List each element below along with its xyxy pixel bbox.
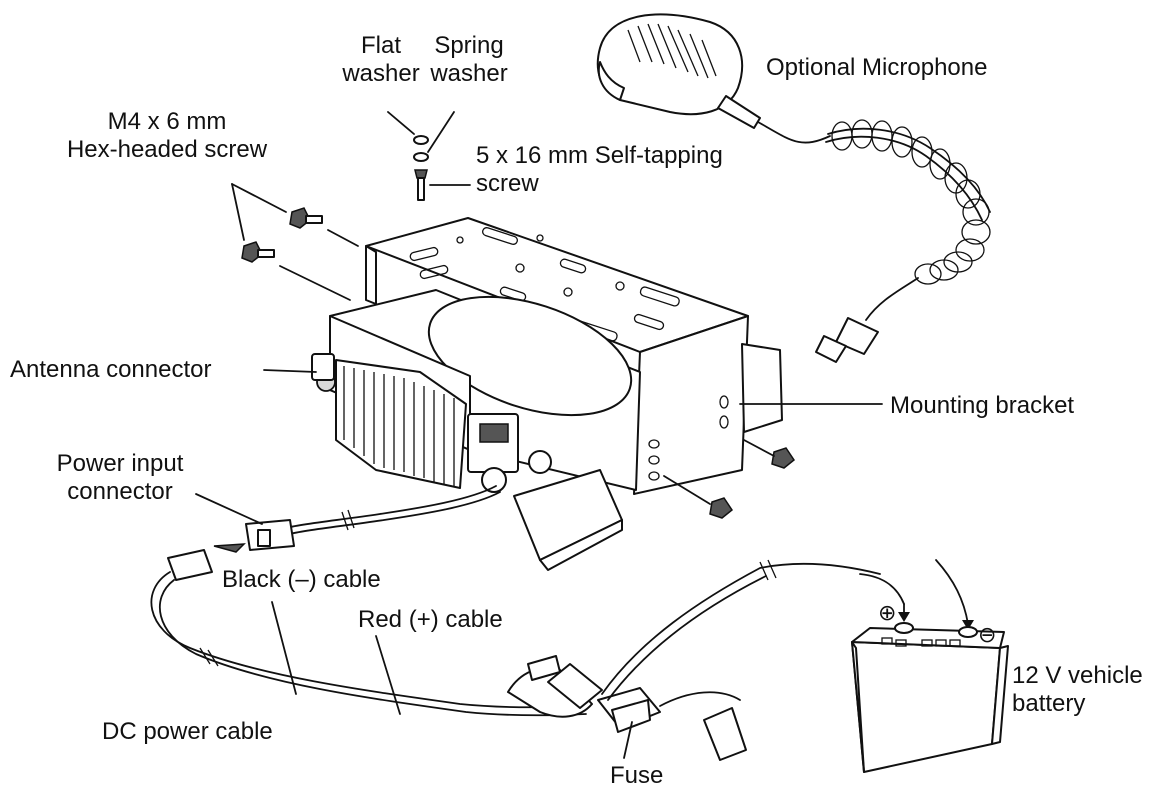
label-fuse: Fuse xyxy=(610,762,664,789)
label-power-input-connector: Power input connector xyxy=(56,450,184,505)
dc-power-cable-assembly xyxy=(150,485,974,761)
label-flat-washer: Flat washer xyxy=(342,32,420,87)
washers-and-screw xyxy=(413,135,471,201)
label-spring-washer: Spring washer xyxy=(430,32,508,87)
coil-cord-loops xyxy=(831,119,991,285)
label-self-tapping-screw: 5 x 16 mm Self-tapping screw xyxy=(476,142,723,197)
label-antenna-connector: Antenna connector xyxy=(10,356,212,383)
label-black-cable: Black (–) cable xyxy=(222,566,381,593)
positive-terminal-icon: ⊕ xyxy=(878,601,896,626)
heat-sink-fins xyxy=(343,366,455,486)
hex-screws xyxy=(231,183,359,301)
negative-terminal-icon: ⊖ xyxy=(978,623,996,648)
label-battery: 12 V vehicle battery xyxy=(1012,662,1143,717)
label-microphone: Optional Microphone xyxy=(766,54,988,81)
label-dc-power-cable: DC power cable xyxy=(102,718,273,745)
battery-illustration xyxy=(851,622,1009,773)
label-mounting-bracket: Mounting bracket xyxy=(890,392,1075,419)
leader-lines xyxy=(195,111,883,759)
label-hex-screw: M4 x 6 mm Hex-headed screw xyxy=(66,108,268,163)
microphone-illustration xyxy=(596,13,991,363)
label-red-cable: Red (+) cable xyxy=(358,606,503,633)
bracket-side-screws xyxy=(663,439,796,519)
transceiver-and-bracket xyxy=(311,217,783,571)
